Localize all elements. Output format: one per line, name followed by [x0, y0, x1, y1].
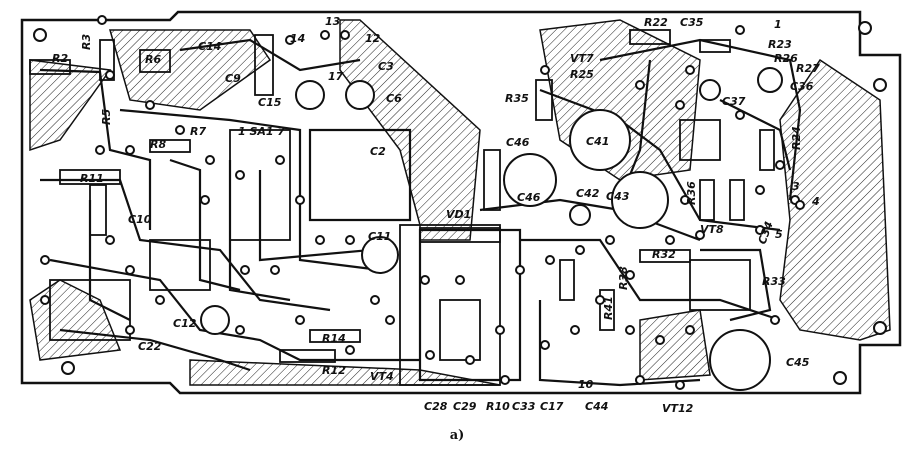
label-r27: R27: [796, 62, 820, 75]
label-r26: R26: [774, 52, 798, 65]
label-r22: R22: [644, 16, 668, 29]
label-r10: R10: [486, 400, 510, 413]
label-14: 14: [290, 32, 305, 45]
label-r32: R32: [652, 248, 676, 261]
label-c42: C42: [576, 187, 600, 200]
label-c44: C44: [585, 400, 608, 413]
label-r12: R12: [322, 364, 346, 377]
label-c11: C11: [368, 230, 391, 243]
label-13: 13: [325, 15, 341, 28]
label-r35: R35: [505, 92, 529, 105]
label-r8: R8: [150, 138, 166, 151]
label-c36: C36: [790, 80, 814, 93]
label-17: 17: [328, 70, 344, 83]
label-c10: C10: [128, 213, 152, 226]
label-c22: C22: [138, 340, 162, 353]
label-c46-top: C46: [506, 136, 530, 149]
label-c15: C15: [258, 96, 282, 109]
label-sa1: 1 SA1 7: [238, 125, 285, 138]
label-c14: C14: [198, 40, 221, 53]
label-c12: C12: [173, 317, 197, 330]
label-r25: R25: [570, 68, 594, 81]
label-r14: R14: [322, 332, 346, 345]
mounting-holes: [33, 21, 887, 385]
label-c37: C37: [722, 95, 746, 108]
solder-pads: [40, 15, 805, 390]
label-c9: C9: [225, 72, 241, 85]
label-r5: R5: [100, 109, 113, 125]
figure-caption: а): [449, 428, 465, 443]
label-vt7: VT7: [570, 52, 594, 65]
label-r3: R3: [80, 34, 93, 50]
component-labels: R2 R3 R6 C14 C9 C15 14 13 12 17 C3 C6 R7…: [52, 15, 820, 415]
label-c28: C28: [424, 400, 448, 413]
label-c46: C46: [517, 191, 541, 204]
label-c35: C35: [680, 16, 704, 29]
label-vt4: VT4: [370, 370, 394, 383]
label-r23: R23: [768, 38, 792, 51]
label-r36: R36: [685, 181, 698, 205]
label-1: 1: [774, 18, 782, 31]
label-c43: C43: [606, 190, 630, 203]
label-c6: C6: [386, 92, 402, 105]
label-4: 4: [811, 195, 820, 208]
label-c41: C41: [586, 135, 609, 148]
label-r6: R6: [145, 53, 161, 66]
label-r41: R41: [602, 296, 615, 320]
label-r24: R24: [790, 126, 803, 150]
label-vd1: VD1: [446, 208, 471, 221]
label-12: 12: [365, 32, 381, 45]
label-c29: C29: [453, 400, 477, 413]
label-3: 3: [792, 180, 800, 193]
label-10: 10: [578, 378, 594, 391]
label-r11: R11: [80, 172, 104, 185]
label-c2: C2: [370, 145, 386, 158]
label-vt12: VT12: [662, 402, 694, 415]
label-5: 5: [775, 228, 783, 241]
label-r7: R7: [190, 125, 206, 138]
label-c33: C33: [512, 400, 536, 413]
label-r33: R33: [762, 275, 786, 288]
label-r38: R38: [617, 266, 630, 290]
label-r2: R2: [52, 52, 68, 65]
copper-traces: [39, 38, 802, 387]
label-c17: C17: [540, 400, 564, 413]
component-outlines: [29, 29, 775, 386]
label-c3: C3: [378, 60, 394, 73]
label-c45: C45: [786, 356, 810, 369]
capacitor-circles: [200, 67, 783, 391]
label-vt8: VT8: [700, 223, 724, 236]
